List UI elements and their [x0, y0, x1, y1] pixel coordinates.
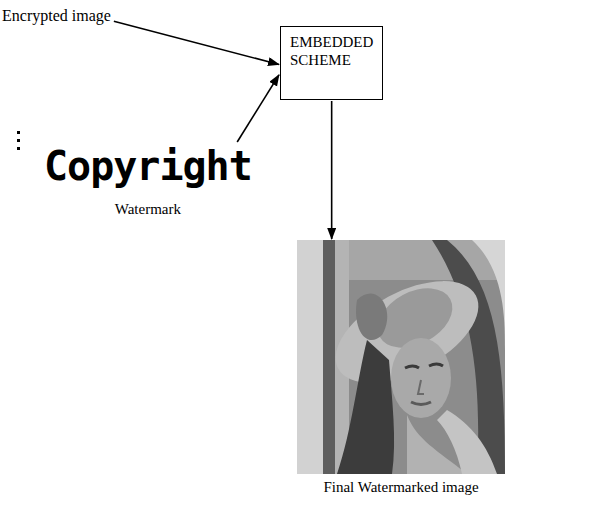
flow-arrow	[114, 21, 279, 64]
source-label: Encrypted image	[2, 6, 111, 25]
watermark-caption: Watermark	[44, 200, 252, 218]
dot-mark	[17, 147, 20, 150]
dot-mark	[17, 131, 20, 134]
flow-arrow	[237, 75, 279, 142]
watermarked-photo	[297, 240, 505, 474]
flow-arrow	[331, 101, 333, 239]
image-caption: Final Watermarked image	[297, 478, 505, 496]
process-text: EMBEDDED SCHEME	[290, 33, 373, 69]
source-text: Encrypted image	[2, 6, 111, 25]
dot-mark	[17, 139, 20, 142]
watermark-logo: CopyrightWatermark	[44, 146, 252, 218]
process-box: EMBEDDED SCHEME	[280, 26, 383, 100]
watermark-text: Copyright	[44, 146, 252, 186]
output-image: Final Watermarked image	[297, 240, 505, 496]
